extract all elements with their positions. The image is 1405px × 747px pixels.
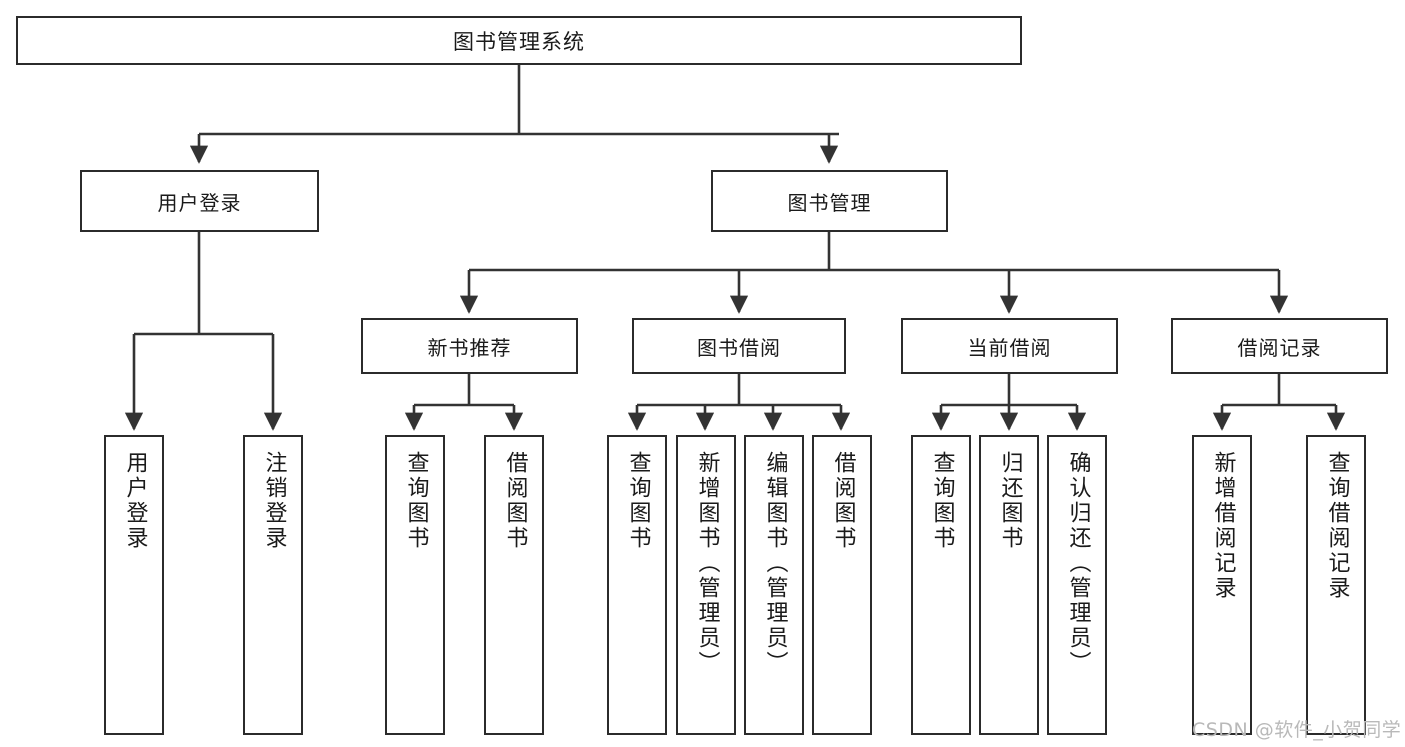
leaf-borrow-book-1-label: 借阅图书 — [502, 451, 528, 551]
leaf-confirm-return[interactable]: 确认归还（管理员） — [1047, 435, 1107, 735]
csdn-watermark: CSDN @软件_小贺同学 — [1192, 719, 1402, 741]
node-user-login[interactable]: 用户登录 — [80, 170, 319, 232]
node-book-borrow[interactable]: 图书借阅 — [632, 318, 846, 374]
leaf-query-record[interactable]: 查询借阅记录 — [1306, 435, 1366, 735]
node-book-manage-label: 图书管理 — [787, 190, 872, 215]
leaf-confirm-return-label: 确认归还（管理员） — [1065, 451, 1091, 676]
leaf-return-book-label: 归还图书 — [997, 451, 1023, 551]
leaf-borrow-book-1[interactable]: 借阅图书 — [484, 435, 544, 735]
node-borrow-record[interactable]: 借阅记录 — [1171, 318, 1388, 374]
node-new-book-rec[interactable]: 新书推荐 — [361, 318, 578, 374]
node-current-borrow[interactable]: 当前借阅 — [901, 318, 1118, 374]
node-new-book-rec-label: 新书推荐 — [427, 335, 512, 360]
leaf-query-book-1-label: 查询图书 — [403, 451, 429, 551]
leaf-query-book-3[interactable]: 查询图书 — [911, 435, 971, 735]
leaf-borrow-book-2-label: 借阅图书 — [830, 451, 856, 551]
leaf-return-book[interactable]: 归还图书 — [979, 435, 1039, 735]
leaf-add-record[interactable]: 新增借阅记录 — [1192, 435, 1252, 735]
node-root-label: 图书管理系统 — [453, 29, 585, 54]
leaf-query-book-1[interactable]: 查询图书 — [385, 435, 445, 735]
leaf-edit-book-label: 编辑图书（管理员） — [762, 451, 788, 676]
leaf-query-book-2-label: 查询图书 — [625, 451, 651, 551]
leaf-borrow-book-2[interactable]: 借阅图书 — [812, 435, 872, 735]
node-user-login-label: 用户登录 — [157, 190, 242, 215]
leaf-query-book-2[interactable]: 查询图书 — [607, 435, 667, 735]
leaf-user-login-label: 用户登录 — [122, 451, 148, 551]
leaf-user-logout[interactable]: 注销登录 — [243, 435, 303, 735]
node-root[interactable]: 图书管理系统 — [16, 16, 1022, 65]
leaf-user-logout-label: 注销登录 — [261, 451, 287, 551]
node-borrow-record-label: 借阅记录 — [1237, 335, 1322, 360]
leaf-edit-book[interactable]: 编辑图书（管理员） — [744, 435, 804, 735]
node-book-borrow-label: 图书借阅 — [697, 335, 781, 360]
leaf-add-book[interactable]: 新增图书（管理员） — [676, 435, 736, 735]
leaf-user-login[interactable]: 用户登录 — [104, 435, 164, 735]
leaf-add-book-label: 新增图书（管理员） — [694, 451, 720, 676]
node-current-borrow-label: 当前借阅 — [967, 335, 1052, 360]
leaf-query-book-3-label: 查询图书 — [929, 451, 955, 551]
node-book-manage[interactable]: 图书管理 — [711, 170, 948, 232]
leaf-add-record-label: 新增借阅记录 — [1210, 451, 1236, 601]
leaf-query-record-label: 查询借阅记录 — [1324, 451, 1350, 601]
